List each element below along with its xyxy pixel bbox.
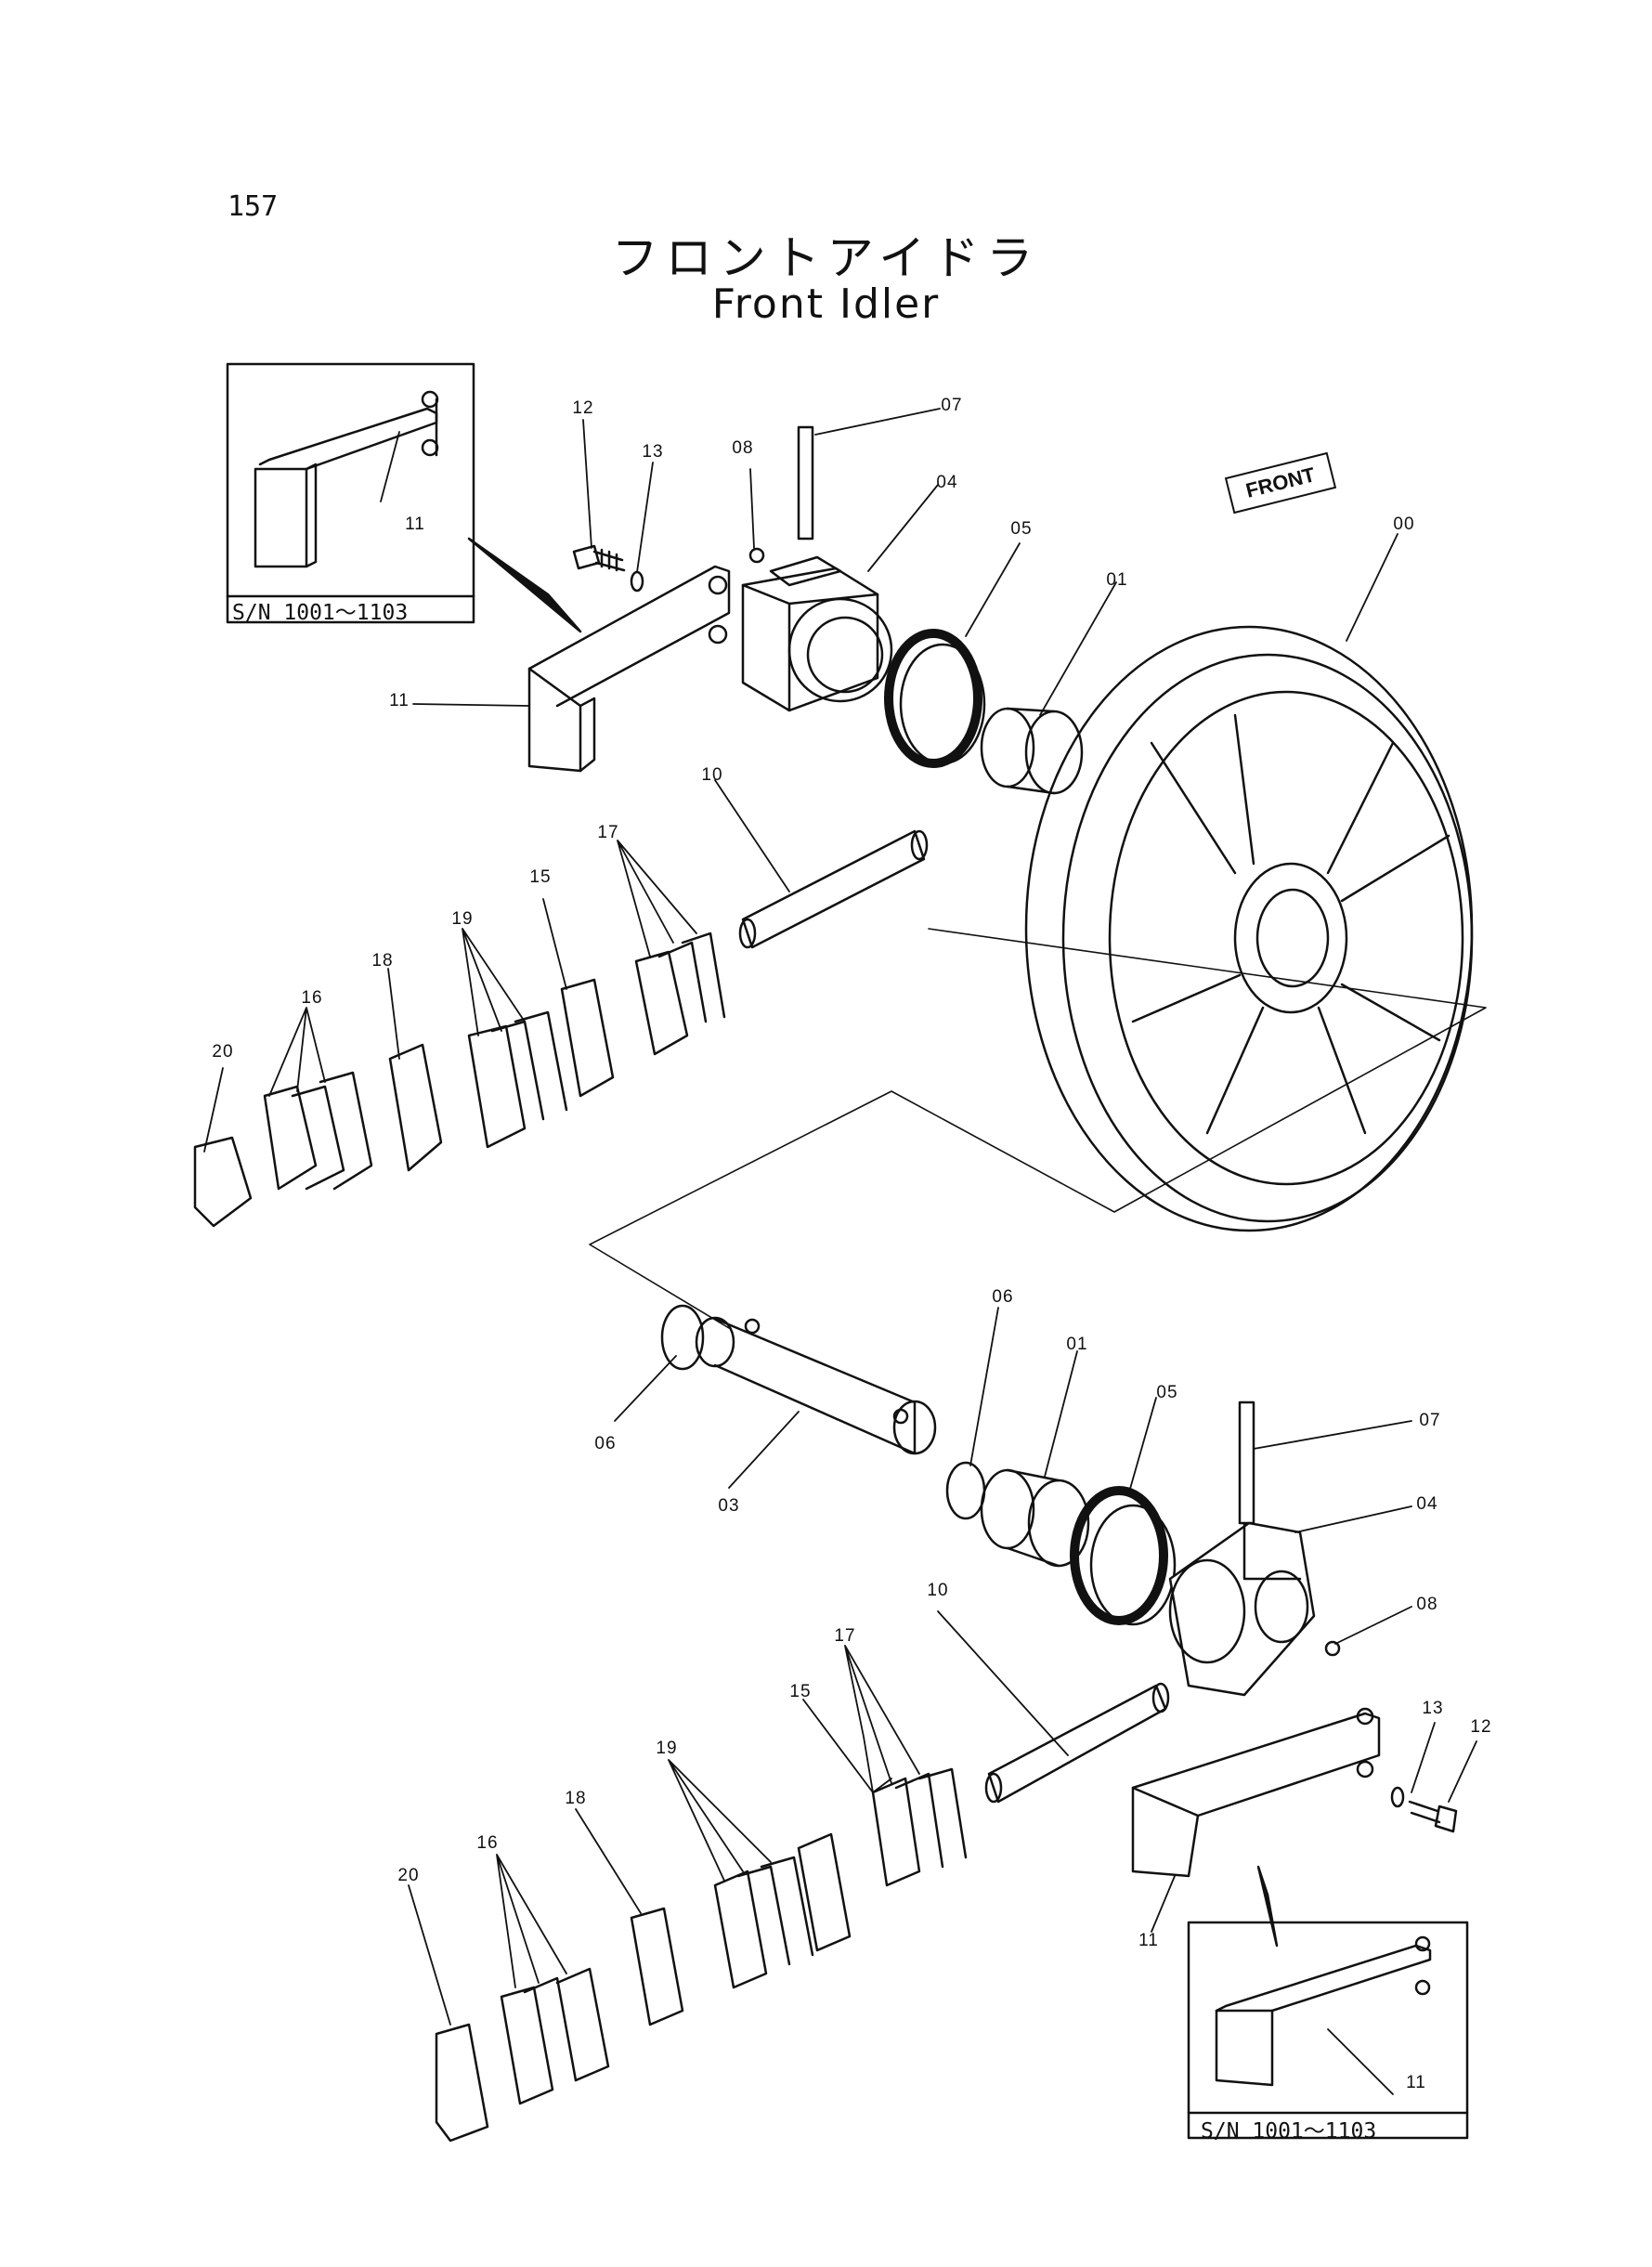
- callout-18-top: 18: [371, 951, 394, 971]
- callout-17-bottom: 17: [834, 1626, 856, 1646]
- callout-07-bottom: 07: [1419, 1411, 1441, 1430]
- part-11-bracket-bottom: [1131, 1707, 1381, 1878]
- shims-bottom: [435, 1767, 968, 2143]
- part-06-plug-right: [945, 1461, 986, 1520]
- part-06-plug-left: [660, 1304, 705, 1371]
- inset-top-serial: S/N 1001～1103: [232, 601, 409, 625]
- callout-18-bottom: 18: [565, 1789, 587, 1808]
- callout-05-top: 05: [1010, 519, 1033, 539]
- callout-13-bottom: 13: [1422, 1699, 1444, 1718]
- part-12-bolt-bottom: [1408, 1800, 1458, 1833]
- part-13-washer-top: [630, 570, 644, 593]
- title-japanese: フロントアイドラ: [611, 231, 1041, 285]
- part-05-seal-bottom: [1070, 1486, 1177, 1626]
- callout-15-top: 15: [529, 867, 552, 887]
- callout-11-top: 11: [389, 691, 410, 710]
- part-07-pin-top: [797, 425, 814, 541]
- part-01-bushing-top: [980, 707, 1084, 795]
- part-03-axle: [695, 1316, 937, 1455]
- inset-top-pointer: [467, 537, 582, 633]
- part-12-bolt-top: [572, 544, 626, 572]
- callout-19-bottom: 19: [656, 1739, 678, 1758]
- part-11-bracket-top: [527, 565, 731, 773]
- callout-08-top: 08: [732, 438, 754, 458]
- part-08-plug-bottom: [1324, 1640, 1341, 1657]
- title-english: Front Idler: [711, 280, 941, 328]
- leader-lines: [203, 408, 1477, 2095]
- alignment-lines: [589, 928, 1487, 1329]
- callout-10-top: 10: [701, 765, 723, 785]
- callout-01-top: 01: [1106, 570, 1128, 590]
- part-05-seal-top: [884, 629, 986, 768]
- callout-07-top: 07: [941, 396, 963, 415]
- callout-04-top: 04: [936, 473, 958, 492]
- callout-10-bottom: 10: [927, 1581, 949, 1600]
- callout-06-right: 06: [992, 1287, 1014, 1307]
- part-04-block-bottom: [1168, 1521, 1316, 1697]
- part-13-washer-bottom: [1390, 1786, 1405, 1808]
- callout-12-bottom: 12: [1470, 1717, 1492, 1737]
- inset-top-label: 11: [405, 515, 425, 534]
- callout-06-left: 06: [594, 1434, 617, 1453]
- callout-12-top: 12: [572, 398, 594, 418]
- callout-03: 03: [718, 1496, 740, 1516]
- callout-13-top: 13: [642, 442, 664, 462]
- callout-20-top: 20: [212, 1042, 234, 1062]
- callout-19-top: 19: [451, 909, 474, 929]
- callout-15-bottom: 15: [789, 1682, 812, 1701]
- part-07-pin-bottom: [1238, 1401, 1255, 1525]
- callout-05-bottom: 05: [1156, 1383, 1178, 1402]
- callout-11-bottom: 11: [1138, 1931, 1159, 1950]
- part-04-block-top: [741, 547, 893, 712]
- callout-16-bottom: 16: [476, 1833, 499, 1853]
- callout-20-bottom: 20: [397, 1866, 420, 1885]
- inset-bottom-label: 11: [1406, 2073, 1426, 2092]
- callout-17-top: 17: [597, 823, 619, 842]
- part-10-shaft-bottom: [984, 1682, 1170, 1804]
- callout-08-bottom: 08: [1416, 1595, 1438, 1614]
- callout-00: 00: [1393, 515, 1415, 534]
- part-10-shaft-top: [738, 829, 929, 949]
- inset-top-box: [226, 362, 475, 624]
- callout-04-bottom: 04: [1416, 1494, 1438, 1514]
- part-00-idler-wheel: [1024, 625, 1474, 1232]
- page-number: 157: [228, 190, 279, 223]
- part-20-shim-top: [193, 1136, 253, 1228]
- inset-bottom-pointer: [1256, 1865, 1279, 1948]
- inset-bottom-serial: S/N 1001～1103: [1201, 2119, 1377, 2143]
- shims-top: [193, 932, 726, 1228]
- callout-01-bottom: 01: [1066, 1335, 1088, 1354]
- inset-bottom-box: [1187, 1921, 1469, 2140]
- part-01-bushing-bottom: [980, 1468, 1090, 1568]
- callout-16-top: 16: [301, 988, 323, 1008]
